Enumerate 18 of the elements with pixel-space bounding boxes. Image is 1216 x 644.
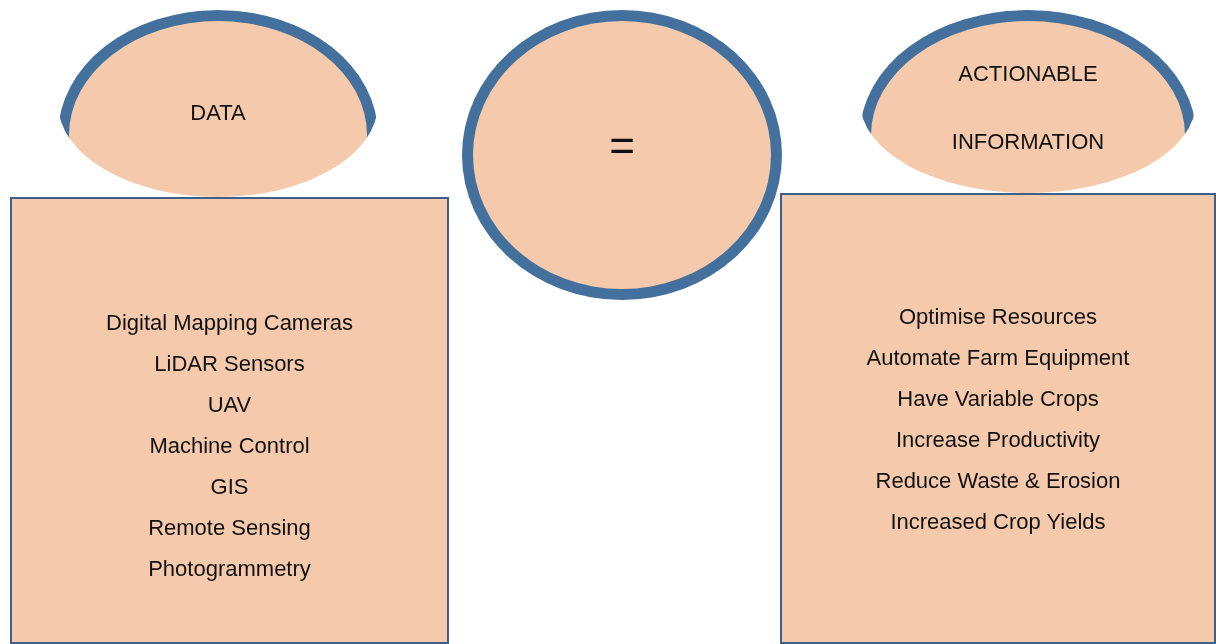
list-box [10,197,449,644]
list-item: Remote Sensing [148,514,311,542]
list-item: Optimise Resources [898,302,1098,331]
list-box [780,193,1216,644]
list-item: GIS [210,473,249,501]
list-item: LiDAR Sensors [154,350,305,378]
list-item: Have Variable Crops [897,384,1099,413]
list-item: UAV [207,391,252,419]
node-label: ACTIONABLE INFORMATION [950,59,1106,156]
node-label: DATA [190,99,246,127]
node-label: = [609,124,635,166]
list-item: Digital Mapping Cameras [106,309,353,337]
list-item: Reduce Waste & Erosion [875,466,1121,495]
list-item: Increase Productivity [895,425,1101,454]
list-item: Automate Farm Equipment [866,343,1130,372]
list-item: Machine Control [149,432,310,460]
list-item: Increased Crop Yields [890,507,1106,536]
list-item: Photogrammetry [148,555,311,583]
